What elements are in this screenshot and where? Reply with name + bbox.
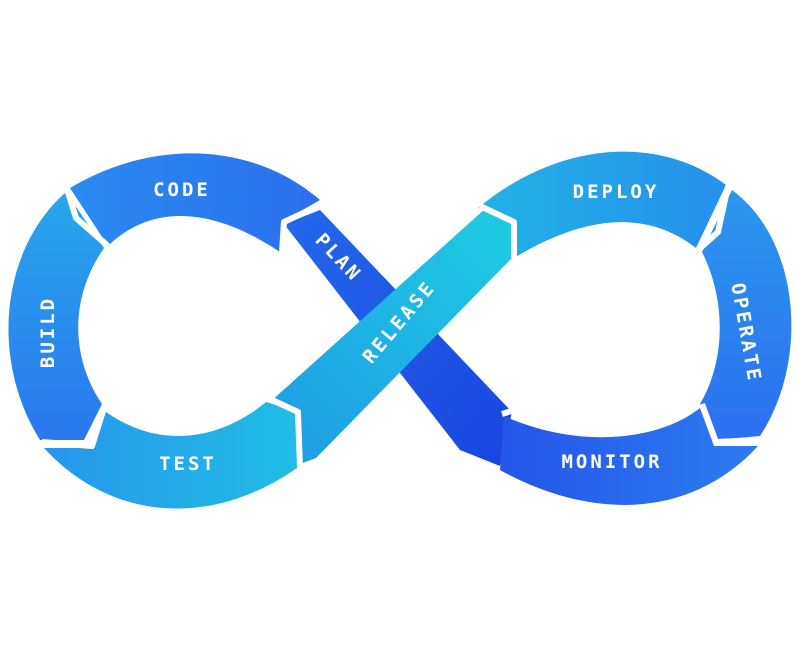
test-segment bbox=[44, 402, 300, 509]
deploy-segment bbox=[478, 151, 726, 258]
code-segment bbox=[70, 153, 320, 252]
operate-segment bbox=[700, 190, 792, 440]
release-segment bbox=[270, 208, 514, 464]
build-segment bbox=[8, 192, 104, 440]
segment-separators bbox=[41, 185, 761, 469]
code-label: CODE bbox=[153, 179, 211, 201]
monitor-segment bbox=[500, 408, 758, 505]
deploy-label: DEPLOY bbox=[573, 181, 660, 203]
monitor-label: MONITOR bbox=[561, 451, 662, 473]
test-label: TEST bbox=[159, 453, 217, 475]
build-label: BUILD bbox=[37, 296, 59, 368]
